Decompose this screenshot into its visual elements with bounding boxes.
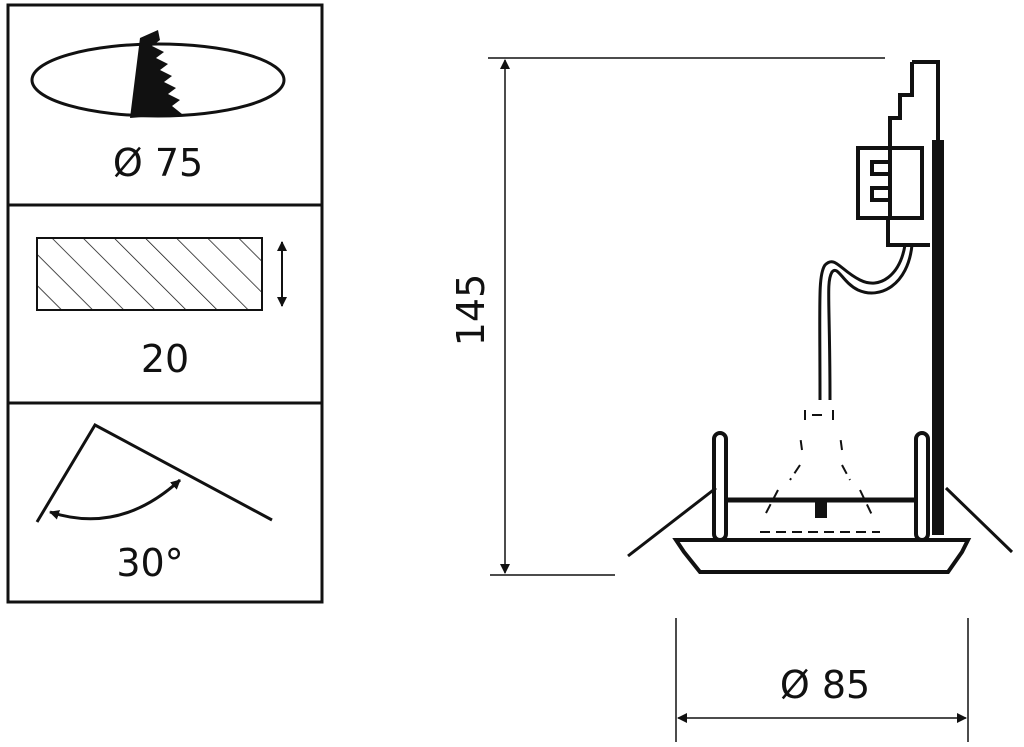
spec-panel: Ø 75 20 30°: [6, 3, 324, 604]
spec-panel-frame: [6, 3, 324, 604]
tilt-angle-label: 30°: [116, 541, 183, 585]
spring-clip: [944, 486, 1014, 554]
recess-depth-label: 20: [141, 337, 189, 381]
recess-depth-icon: [36, 237, 287, 311]
cutout-diameter-label: Ø 75: [113, 141, 203, 185]
terminal: [870, 160, 892, 176]
lamp-outline: [760, 408, 880, 533]
diameter-label: Ø 85: [780, 663, 870, 707]
height-label: 145: [449, 274, 493, 347]
spring-post: [712, 431, 728, 542]
terminal: [870, 186, 892, 202]
wire: [818, 244, 907, 401]
trim-ring: [672, 538, 972, 574]
tilt-angle-icon: [35, 423, 273, 523]
diameter-dimension: [675, 618, 969, 742]
spring-clip: [627, 486, 717, 558]
cutout-icon: [30, 30, 286, 118]
wire: [827, 244, 914, 401]
bracket-bar: [932, 140, 944, 535]
spring-post: [914, 431, 930, 542]
downlight-fixture: [627, 60, 1014, 574]
height-dimension: [488, 57, 885, 576]
